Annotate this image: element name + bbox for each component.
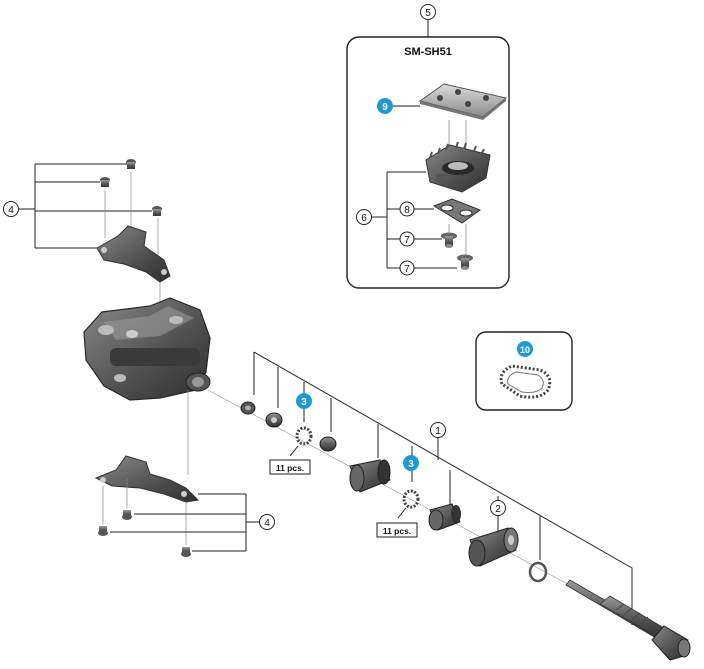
cleat-body [425,141,491,193]
cleat-bolt-2 [457,254,473,270]
upper-cleat-retainer [96,225,171,283]
screw-upper-1 [126,159,136,169]
screw-upper-2 [100,177,110,187]
callout-4a-label: 4 [8,205,14,216]
axle-spindle [565,579,691,661]
screw-lower-1 [122,510,132,520]
bracket-4-upper [18,163,152,249]
cleat-plate [418,83,508,120]
callout-3a-label: 3 [301,397,307,408]
axle-cup [428,503,461,531]
callout-3-b: 3 [403,455,419,471]
axle-cone-1 [265,412,283,428]
screw-lower-2 [98,526,108,536]
bracket-4-lower [110,493,260,552]
qty-label-2: 11 pcs. [376,522,418,538]
reflector-box [475,331,573,411]
box-title: SM-SH51 [404,46,452,58]
lower-cleat-retainer [94,455,200,503]
screw-lower-3 [181,547,191,557]
axle-nut-1 [240,401,256,415]
callout-7-a: 7 [399,231,415,247]
callout-7a-label: 7 [404,235,410,246]
callout-4b-label: 4 [264,518,270,529]
callout-2-label: 2 [495,504,501,515]
callout-1-label: 1 [435,426,441,437]
callout-7-b: 7 [399,260,415,276]
callout-10-label: 10 [520,345,530,355]
bracket-6 [371,171,457,269]
ball-bearing-ring-2 [402,489,420,509]
callout-6: 6 [356,209,372,225]
snap-ring [528,561,548,583]
bearing-unit [468,527,519,567]
callout-7b-label: 7 [404,264,410,275]
callout-9-label: 9 [382,102,388,113]
callout-6-label: 6 [361,213,367,224]
callout-4-upper: 4 [3,201,19,217]
callout-1: 1 [430,422,446,438]
callout-3-a: 3 [296,393,312,409]
screw-upper-3 [152,206,162,216]
qty-label-1-text: 11 pcs. [276,463,304,473]
qty-label-2-text: 11 pcs. [383,526,411,536]
ball-bearing-ring-1 [295,426,313,446]
cleat-nut-plate [432,198,482,224]
pedal-body [83,297,211,401]
axle-sleeve [349,459,391,493]
callout-5-label: 5 [425,8,431,19]
axle-cone-2 [319,436,337,452]
callout-9: 9 [377,98,393,114]
qty-label-1: 11 pcs. [269,459,311,475]
callout-2: 2 [490,500,506,516]
callout-8-label: 8 [404,205,410,216]
callout-8: 8 [399,201,415,217]
callout-3b-label: 3 [408,459,414,470]
callout-10: 10 [517,341,533,357]
cleat-bolt-1 [441,232,457,248]
callout-5: 5 [420,4,436,20]
callout-4-lower: 4 [259,514,275,530]
